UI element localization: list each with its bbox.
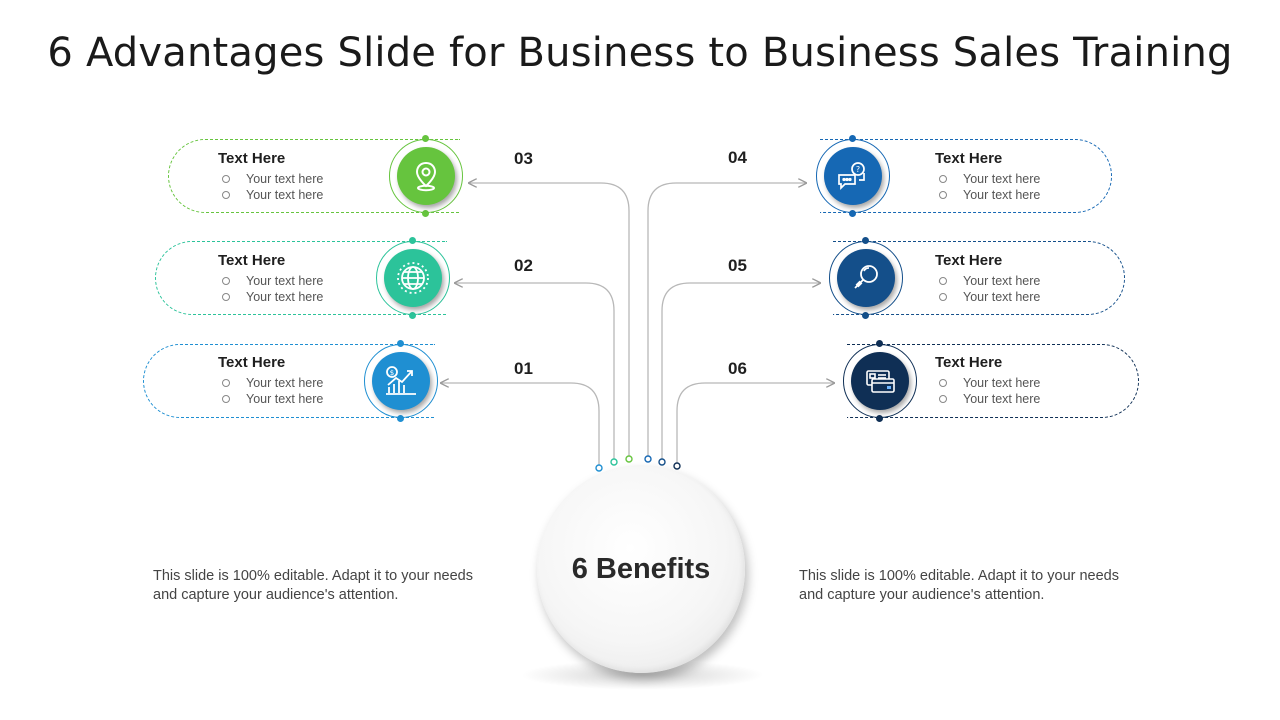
- item-06-number: 06: [728, 359, 747, 378]
- right-note: This slide is 100% editable. Adapt it to…: [799, 568, 1119, 603]
- item-05-number: 05: [728, 256, 747, 275]
- bullet-icon: [222, 191, 230, 199]
- item-05-text: Text Here Your text here Your text here: [935, 252, 1105, 305]
- item-01-heading: Text Here: [218, 354, 286, 371]
- svg-text:$: $: [390, 369, 394, 377]
- item-05-icon-ring: [829, 237, 903, 319]
- bullet-icon: [222, 175, 230, 183]
- item-02-heading: Text Here: [218, 252, 286, 269]
- magnifier-icon: [837, 249, 895, 307]
- location-pin-icon: [397, 147, 455, 205]
- item-01-line-1: Your text here: [218, 375, 388, 391]
- connector-dot-03: [625, 455, 633, 463]
- item-02-text: Text Here Your text here Your text here: [218, 252, 388, 305]
- connector-dot-02: [610, 458, 618, 466]
- item-01-text: Text Here Your text here Your text here: [218, 354, 388, 407]
- item-06-line-2: Your text here: [935, 391, 1105, 407]
- item-05-heading: Text Here: [935, 252, 1003, 269]
- item-02-line-2: Your text here: [218, 289, 388, 305]
- connector-line-05: [661, 283, 820, 462]
- bullet-icon: [939, 379, 947, 387]
- item-03-line-2: Your text here: [218, 187, 388, 203]
- globe-icon: [384, 249, 442, 307]
- item-06-heading: Text Here: [935, 354, 1003, 371]
- item-03-outline: [168, 139, 460, 213]
- item-02-icon-ring: [376, 237, 450, 319]
- bullet-icon: [222, 395, 230, 403]
- item-05-line-1: Your text here: [935, 273, 1105, 289]
- bullet-icon: [939, 175, 947, 183]
- item-04-number: 04: [728, 148, 747, 167]
- item-02-number: 02: [514, 256, 533, 275]
- left-note: This slide is 100% editable. Adapt it to…: [153, 568, 473, 603]
- item-06-text: Text Here Your text here Your text here: [935, 354, 1105, 407]
- item-02-outline: [155, 241, 447, 315]
- item-06-icon-ring: [843, 340, 917, 422]
- item-03-line-1: Your text here: [218, 171, 388, 187]
- bullet-icon: [939, 191, 947, 199]
- item-02-line-1: Your text here: [218, 273, 388, 289]
- page-title: 6 Advantages Slide for Business to Busin…: [47, 30, 1233, 76]
- growth-chart-icon: $: [372, 352, 430, 410]
- item-06-line-1: Your text here: [935, 375, 1105, 391]
- item-04-line-2: Your text here: [935, 187, 1105, 203]
- bullet-icon: [939, 395, 947, 403]
- connector-dot-04: [644, 455, 652, 463]
- item-01-line-2: Your text here: [218, 391, 388, 407]
- item-03-heading: Text Here: [218, 150, 286, 167]
- bullet-icon: [939, 293, 947, 301]
- bullet-icon: [222, 293, 230, 301]
- connector-line-01: [441, 383, 600, 468]
- item-05-line-2: Your text here: [935, 289, 1105, 305]
- center-circle: 6 Benefits: [537, 465, 745, 673]
- connector-dot-06: [673, 462, 681, 470]
- center-label: 6 Benefits: [571, 552, 711, 585]
- bullet-icon: [222, 379, 230, 387]
- svg-text:?: ?: [856, 165, 860, 174]
- item-04-text: Text Here Your text here Your text here: [935, 150, 1105, 203]
- connector-line-06: [676, 383, 834, 466]
- connector-line-04: [647, 183, 806, 459]
- item-03-number: 03: [514, 149, 533, 168]
- item-01-number: 01: [514, 359, 533, 378]
- item-01-outline: [143, 344, 435, 418]
- connector-dot-05: [658, 458, 666, 466]
- item-04-line-1: Your text here: [935, 171, 1105, 187]
- item-01-icon-ring: $: [364, 340, 438, 422]
- item-04-icon-ring: ?: [816, 135, 890, 217]
- connector-line-02: [455, 283, 615, 462]
- bullet-icon: [222, 277, 230, 285]
- item-04-heading: Text Here: [935, 150, 1003, 167]
- item-03-icon-ring: [389, 135, 463, 217]
- bullet-icon: [939, 277, 947, 285]
- credit-card-icon: [851, 352, 909, 410]
- connector-line-03: [469, 183, 630, 459]
- item-03-text: Text Here Your text here Your text here: [218, 150, 388, 203]
- chat-question-icon: ?: [824, 147, 882, 205]
- connector-dot-01: [595, 464, 603, 472]
